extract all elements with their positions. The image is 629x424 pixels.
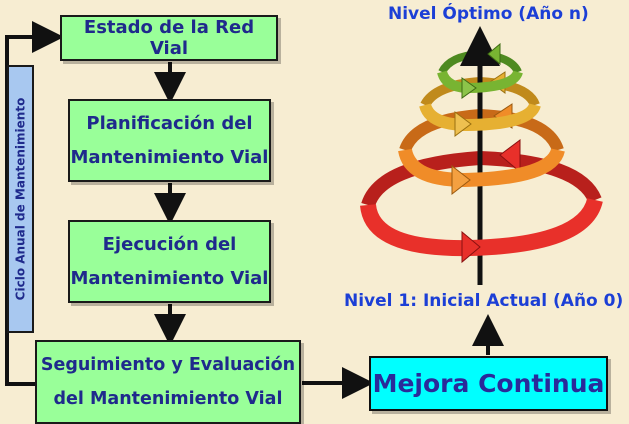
planificacion-line-2: Mantenimiento Vial bbox=[70, 146, 269, 168]
seguimiento-box: Seguimiento y Evaluación del Mantenimien… bbox=[35, 340, 301, 424]
estado-red-vial-label: Estado de la Red Vial bbox=[83, 17, 255, 59]
ring-red-back-arrowhead bbox=[499, 139, 521, 174]
ciclo-anual-label: Ciclo Anual de Mantenimiento bbox=[13, 97, 28, 301]
estado-red-vial-box: Estado de la Red Vial bbox=[60, 15, 278, 61]
nivel-optimo-label: Nivel Óptimo (Año n) bbox=[388, 4, 589, 24]
ring-green-arrowhead bbox=[461, 77, 477, 99]
ejecucion-box: Ejecución del Mantenimiento Vial bbox=[68, 220, 271, 303]
ciclo-anual-sidebar: Ciclo Anual de Mantenimiento bbox=[7, 65, 34, 333]
mejora-continua-box: Mejora Continua bbox=[369, 356, 608, 411]
seguimiento-line-2: del Mantenimiento Vial bbox=[53, 389, 283, 409]
ring-red-arrowhead bbox=[461, 230, 481, 264]
mejora-continua-label: Mejora Continua bbox=[372, 369, 605, 398]
ring-green-back-arrowhead bbox=[487, 42, 501, 66]
ejecucion-line-1: Ejecución del bbox=[102, 233, 237, 255]
ring-yellow-arrowhead bbox=[454, 111, 472, 137]
ring-orange-arrowhead bbox=[451, 164, 471, 196]
seguimiento-line-1: Seguimiento y Evaluación bbox=[40, 355, 296, 375]
planificacion-line-1: Planificación del bbox=[86, 112, 253, 134]
nivel-inicial-label: Nivel 1: Inicial Actual (Año 0) bbox=[344, 291, 624, 311]
planificacion-box: Planificación del Mantenimiento Vial bbox=[68, 99, 271, 182]
ejecucion-line-2: Mantenimiento Vial bbox=[70, 267, 269, 289]
spiral-rings-front bbox=[360, 42, 603, 264]
